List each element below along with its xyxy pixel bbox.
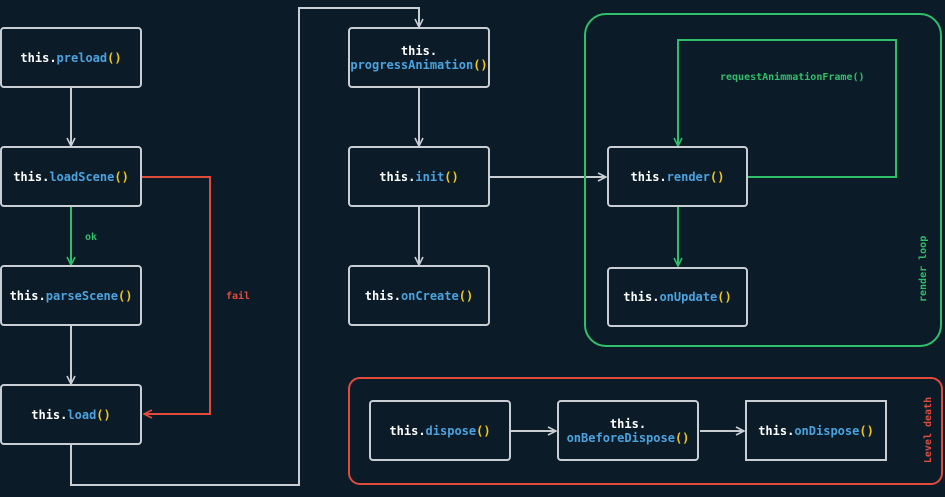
node-render: this.render() <box>607 146 748 207</box>
render-loop-group <box>584 13 942 347</box>
edge-load-to-progressanimation <box>70 7 419 486</box>
edge-render-raf-loop <box>678 39 897 178</box>
node-load: this.load() <box>0 384 142 445</box>
node-oncreate: this.onCreate() <box>348 265 490 326</box>
edge-label-fail: fail <box>226 291 251 302</box>
node-progressanimation: this.progressAnimation() <box>348 27 490 88</box>
level-death-label: Level death <box>923 396 934 464</box>
edge-label-request-animation-frame: requestAnimmationFrame() <box>720 72 865 83</box>
edge-label-ok: ok <box>85 232 98 243</box>
node-loadscene: this.loadScene() <box>0 146 142 207</box>
node-dispose: this.dispose() <box>369 400 511 461</box>
edge-loadscene-fail-to-load <box>142 176 211 414</box>
node-onupdate: this.onUpdate() <box>607 267 748 327</box>
node-init: this.init() <box>348 146 490 207</box>
node-onbeforedispose: this.onBeforeDispose() <box>557 400 699 461</box>
node-preload: this.preload() <box>0 27 142 88</box>
render-loop-label: render loop <box>918 235 929 302</box>
level-death-group <box>348 377 943 485</box>
node-ondispose: this.onDispose() <box>745 400 887 461</box>
node-parsescene: this.parseScene() <box>0 265 142 326</box>
